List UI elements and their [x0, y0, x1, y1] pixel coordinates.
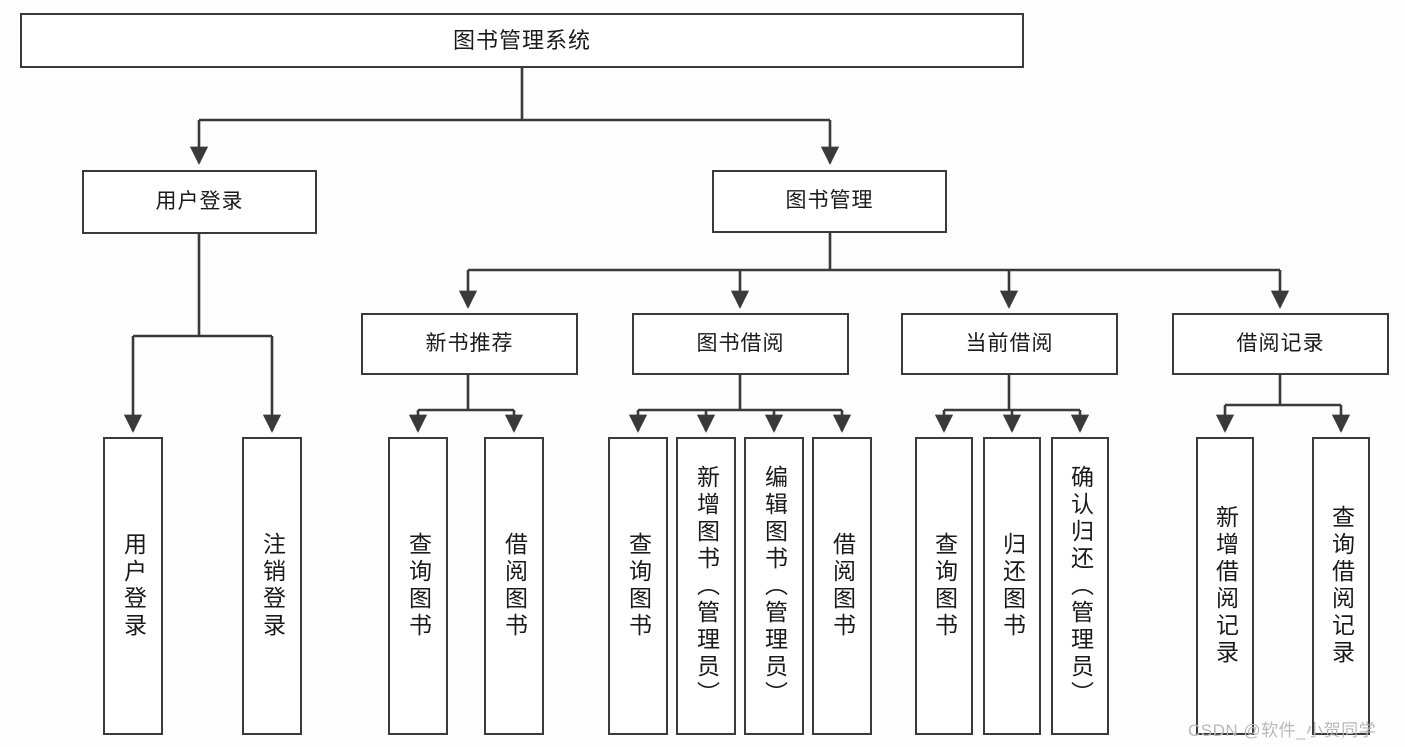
node-label: 确认归还（管理员）: [1067, 464, 1094, 708]
leaf-book-borrow-query[interactable]: 查询图书: [608, 437, 668, 735]
node-current-borrow[interactable]: 当前借阅: [901, 313, 1118, 375]
node-label: 编辑图书（管理员）: [761, 464, 788, 708]
leaf-current-borrow-confirm-return[interactable]: 确认归还（管理员）: [1051, 437, 1109, 735]
leaf-book-borrow-edit[interactable]: 编辑图书（管理员）: [744, 437, 804, 735]
node-label: 新书推荐: [425, 331, 514, 355]
node-label: 查询图书: [405, 532, 432, 640]
node-label: 图书管理: [785, 189, 874, 213]
leaf-current-borrow-query[interactable]: 查询图书: [915, 437, 973, 735]
leaf-user-login-login[interactable]: 用户登录: [103, 437, 163, 735]
leaf-book-borrow-add[interactable]: 新增图书（管理员）: [676, 437, 736, 735]
node-label: 查询图书: [625, 532, 652, 640]
node-book-borrow[interactable]: 图书借阅: [632, 313, 849, 375]
node-user-login[interactable]: 用户登录: [82, 170, 317, 234]
leaf-book-borrow-borrow[interactable]: 借阅图书: [812, 437, 872, 735]
csdn-watermark: CSDN @软件_小贺同学: [1188, 721, 1377, 740]
node-label: 借阅图书: [829, 532, 856, 640]
node-borrow-record[interactable]: 借阅记录: [1172, 313, 1389, 375]
node-label: 归还图书: [999, 532, 1026, 640]
node-label: 新增图书（管理员）: [693, 464, 720, 708]
leaf-current-borrow-return[interactable]: 归还图书: [983, 437, 1041, 735]
node-book-management[interactable]: 图书管理: [712, 170, 947, 233]
leaf-borrow-record-query[interactable]: 查询借阅记录: [1312, 437, 1370, 735]
node-label: 查询借阅记录: [1328, 505, 1355, 667]
node-label: 借阅图书: [501, 532, 528, 640]
node-root-system[interactable]: 图书管理系统: [20, 13, 1024, 68]
node-label: 借阅记录: [1236, 331, 1325, 355]
leaf-borrow-record-add[interactable]: 新增借阅记录: [1196, 437, 1254, 735]
node-label: 新增借阅记录: [1212, 505, 1239, 667]
node-label: 用户登录: [155, 189, 244, 213]
node-label: 图书借阅: [696, 331, 785, 355]
leaf-new-book-borrow[interactable]: 借阅图书: [484, 437, 544, 735]
node-new-book-recommend[interactable]: 新书推荐: [361, 313, 578, 375]
node-label: 注销登录: [259, 532, 286, 640]
node-label: 图书管理系统: [452, 27, 591, 53]
node-label: 用户登录: [120, 532, 147, 640]
leaf-new-book-query[interactable]: 查询图书: [388, 437, 448, 735]
node-label: 当前借阅: [965, 331, 1054, 355]
node-label: 查询图书: [931, 532, 958, 640]
leaf-user-login-logout[interactable]: 注销登录: [242, 437, 302, 735]
